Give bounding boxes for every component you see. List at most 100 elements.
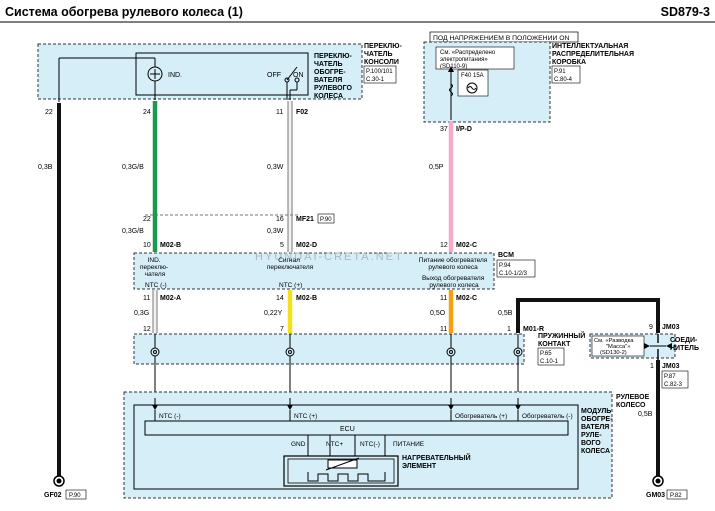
junction-box-label: ИНТЕЛЛЕКТУАЛЬНАЯ РАСПРЕДЕЛИТЕЛЬНАЯ КОРОБ… [552,43,636,66]
bcm-label: BCM [498,252,514,259]
pin-24: 24 [143,109,151,116]
ecu-bar [144,420,569,436]
conn-m01r: M01-R [523,326,544,333]
junction-box-ref: P.91 C.80-4 [554,69,573,83]
module-heater-minus: Обогреватель (-) [522,412,573,420]
conn-mf21: MF21 [296,216,314,223]
power-label: ПИТАНИЕ [393,441,425,448]
watermark: HYUNDAI-CRETA.NET [255,251,404,263]
module-input-arrows [152,405,521,410]
ground-gm03-ref: P.82 [670,493,682,499]
fuse-symbol-icon [449,83,453,97]
conn-m02d: M02-D [296,242,317,249]
pin-22b: 22 [143,216,151,223]
conn-m02c2: M02-C [456,295,477,302]
module-heater-plus: Обогреватель (+) [455,412,507,420]
pin-5: 5 [280,242,284,249]
ground-gf02-icon [53,475,65,487]
module-ntc-minus: NTC (-) [159,413,181,420]
mf21-ref: P.90 [320,217,332,223]
pin-11c: 11 [440,295,447,302]
wire-label-white: 0,3W [267,164,284,171]
switch-on-label: ON [293,72,304,79]
pin-11d: 11 [440,326,447,333]
switch-lever-icon [286,66,298,81]
arrow-down-icon [515,405,521,410]
heater-switch-label: ПЕРЕКЛЮ- ЧАТЕЛЬ ОБОГРЕ- ВАТЕЛЯ РУЛЕВОГО … [314,53,354,100]
power-note-box [435,46,515,70]
ntcm-label: NTC(-) [360,441,380,448]
module-ntc-plus: NTC (+) [294,413,317,420]
clock-spring-ref: P.65 C.10-1 [540,351,559,365]
wire-label-green: 0,3G/B [122,164,144,171]
wire-label-05b: 0,5B [498,310,513,317]
pin-12: 12 [440,242,448,249]
arrow-right-icon [644,343,650,349]
conn-jm03b: JM03 [662,363,680,370]
pin-1: 1 [507,326,511,333]
conn-ipd: I/P-D [456,126,472,133]
wire-label-green2: 0,3G/B [122,228,144,235]
conn-m02a: M02-A [160,295,181,302]
switch-off-label: OFF [267,72,281,79]
arrow-left-icon [666,343,672,349]
console-switch-label: ПЕРЕКЛЮ- ЧАТЕЛЬ КОНСОЛИ [364,43,404,66]
diagram-title: Система обогрева рулевого колеса (1) [5,5,243,19]
ground-gf02: GF02 [44,492,62,499]
heater-switch-housing [135,52,309,96]
wire-black-right [516,298,660,333]
conn-f02: F02 [296,109,308,116]
arrow-down-icon [152,405,158,410]
ecu-label: ECU [340,426,355,433]
pin-14: 14 [276,295,284,302]
arrow-down-icon [287,405,293,410]
pin-12c: 12 [143,326,151,333]
conn-jm03: JM03 [662,324,680,331]
switch-box-ref: P.100/101 C.30-1 [366,69,394,83]
fuse-icon [466,82,478,94]
wire-label-pink: 0,5P [429,164,444,171]
bcm-ind-text: IND. переклю- чателя [140,257,170,278]
bcm-power-text: Питание обогревателя рулевого колеса Вых… [419,256,489,289]
ind-label: IND. [168,72,182,79]
conn-m02b2: M02-B [296,295,317,302]
pin-16: 16 [276,216,284,223]
pin-10: 10 [143,242,151,249]
power-note: См. «Распределено электропитания» (SD110… [440,50,497,70]
conn-m02c: M02-C [456,242,477,249]
ground-gf02-ref: P.90 [69,493,81,499]
heating-element-label: НАГРЕВАТЕЛЬНЫЙ ЭЛЕМЕНТ [402,453,473,470]
fuse-label: F40 15A [461,73,484,79]
steering-wheel-label: РУЛЕВОЕ КОЛЕСО [616,394,651,409]
pin-11: 11 [276,109,283,116]
ntcp-label: NTC+ [326,441,343,448]
gnd-label: GND [291,441,306,448]
wire-label-022y: 0,22Y [264,310,283,317]
bcm-box [133,252,495,290]
arrow-up-icon [448,66,454,72]
heater-module-label: МОДУЛЬ ОБОГРЕ- ВАТЕЛЯ РУЛЕ- ВОГО КОЛЕСА [581,408,615,455]
wire-label-left: 0,3B [38,164,53,171]
power-header: ПОД НАПРЯЖЕНИЕМ В ПОЛОЖЕНИИ ON [433,35,570,42]
bcm-ntc-minus: NTC (-) [145,282,167,289]
wire-label-05b2: 0,5B [638,411,653,418]
wire-label-05o: 0,5O [430,310,446,317]
diagram-code: SD879-3 [661,5,710,19]
ground-note: См. «Разводка "Масса"» (SD130-2) [594,338,635,356]
bcm-ntc-plus: NTC (+) [279,282,302,289]
clock-spring-label: ПРУЖИННЫЙ КОНТАКТ [538,331,587,348]
ground-gm03-icon [652,475,664,487]
pin-1c: 1 [650,363,654,370]
pin-37: 37 [440,126,448,133]
ground-connector-label: СОЕДИ- НИТЕЛЬ [670,337,699,352]
ground-gm03: GM03 [646,492,665,499]
pin-11a: 11 [143,295,150,302]
clock-spring-box [133,333,525,365]
pin-7: 7 [280,326,284,333]
heater-coil-icon [307,472,386,482]
pin-9: 9 [649,324,653,331]
bcm-ref: P.94 C.10-1/2/3 [499,263,528,277]
ground-connector-ref: P.87 C.82-3 [664,374,683,388]
wire-label-white2: 0,3W [267,228,284,235]
